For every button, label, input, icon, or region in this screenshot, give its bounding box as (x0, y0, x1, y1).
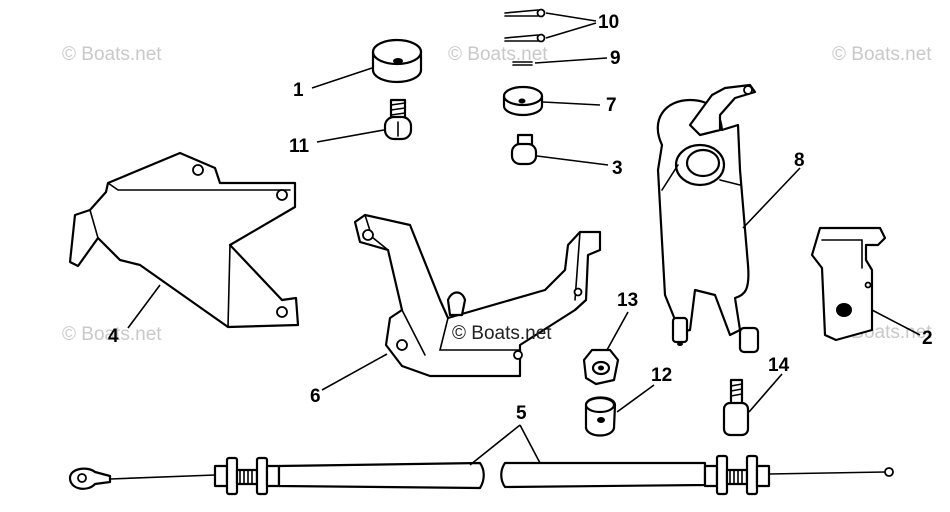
leader-9 (534, 57, 608, 64)
label-4: 4 (108, 326, 119, 347)
leader-1 (311, 67, 373, 89)
label-8: 8 (794, 150, 805, 171)
label-5: 5 (516, 403, 527, 424)
watermarks: © Boats.net © Boats.net © Boats.net © Bo… (62, 44, 932, 345)
label-13: 13 (617, 290, 638, 311)
leader-2 (871, 309, 921, 336)
part-13-nut (582, 348, 620, 386)
leader-4 (127, 284, 161, 329)
leader-11 (316, 129, 385, 143)
leader-10 (545, 12, 597, 39)
part-7-bushing (502, 85, 544, 117)
leader-6 (321, 353, 388, 391)
part-12-washer (584, 396, 617, 437)
part-4-bracket (68, 151, 300, 329)
leader-3 (536, 155, 609, 166)
label-7: 7 (606, 95, 617, 116)
part-10-cotter-pins (504, 8, 546, 43)
leader-7 (542, 101, 601, 106)
watermark-top-left: © Boats.net (62, 44, 162, 65)
part-5-cable (68, 454, 894, 496)
part-8-shift-lever (656, 83, 760, 354)
leader-14 (748, 373, 783, 413)
watermark-top-center: © Boats.net (448, 44, 548, 65)
part-1-bushing (371, 38, 423, 84)
leader-8 (742, 167, 801, 229)
label-1: 1 (293, 80, 304, 101)
label-6: 6 (310, 386, 321, 407)
part-11-screw (383, 98, 413, 141)
part-9-pin (512, 61, 533, 66)
watermark-mid-left: © Boats.net (62, 324, 162, 345)
leader-5 (469, 424, 541, 466)
label-2: 2 (922, 328, 933, 349)
label-14: 14 (768, 355, 790, 376)
part-2-plate (810, 226, 887, 342)
leader-13 (606, 311, 629, 351)
label-11: 11 (289, 136, 310, 157)
label-10: 10 (598, 12, 619, 33)
part-6-lever-bracket (353, 213, 602, 378)
watermark-center: © Boats.net (452, 323, 552, 344)
part-3-screw (510, 133, 538, 166)
label-12: 12 (651, 365, 672, 386)
part-14-pin (722, 378, 750, 437)
watermark-top-right: © Boats.net (832, 44, 932, 65)
leader-12 (616, 384, 655, 413)
label-9: 9 (610, 48, 621, 69)
label-3: 3 (612, 158, 623, 179)
